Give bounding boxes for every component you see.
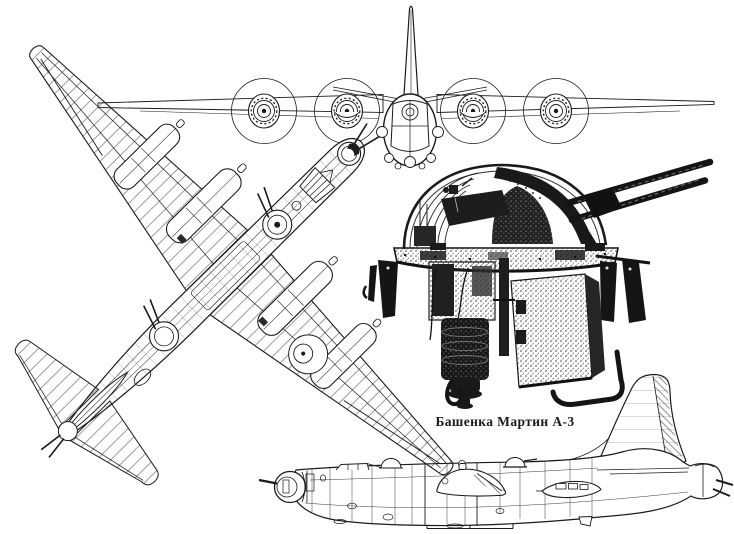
plan-nose-turret (337, 123, 381, 166)
turret-caption: Башенка Мартин А-3 (435, 414, 575, 429)
turret-underworks (428, 258, 625, 409)
plan-tailplane-left (14, 339, 100, 430)
gun-slot-band (494, 167, 597, 244)
engine-nacelles (113, 119, 382, 390)
plan-canopy (299, 166, 336, 204)
hanging-hook (445, 380, 464, 407)
plan-tailplane-right (69, 400, 159, 486)
tail-turret (694, 463, 734, 497)
nose-turret (258, 470, 308, 504)
gun-barrels (564, 158, 714, 224)
wing-circle-detail (288, 334, 329, 375)
ventral-fin (578, 516, 593, 527)
turret-illustration (362, 158, 714, 409)
top-turret-dome-front (380, 458, 402, 469)
plan-wing-left (28, 45, 249, 292)
front-wing-right (436, 94, 715, 113)
plan-forward-dorsal-turret (256, 186, 293, 240)
front-fuselage (376, 93, 444, 170)
plan-aft-dorsal-turret (142, 299, 180, 352)
propeller-discs (231, 78, 589, 144)
plan-view (14, 45, 454, 486)
observation-blister (536, 480, 602, 499)
gun-receiver (441, 190, 510, 226)
front-view (97, 5, 715, 170)
side-windows (305, 473, 505, 529)
front-tailplane (332, 86, 488, 103)
side-view (258, 373, 734, 529)
top-turret-dome-rear (504, 457, 526, 468)
cockpit-canopy (335, 463, 370, 471)
plan-tail-turret (40, 421, 78, 459)
handle-bar (550, 349, 625, 407)
engine-cowlings (247, 93, 573, 129)
mount-brackets (362, 254, 651, 323)
wing-root-section (436, 463, 507, 497)
